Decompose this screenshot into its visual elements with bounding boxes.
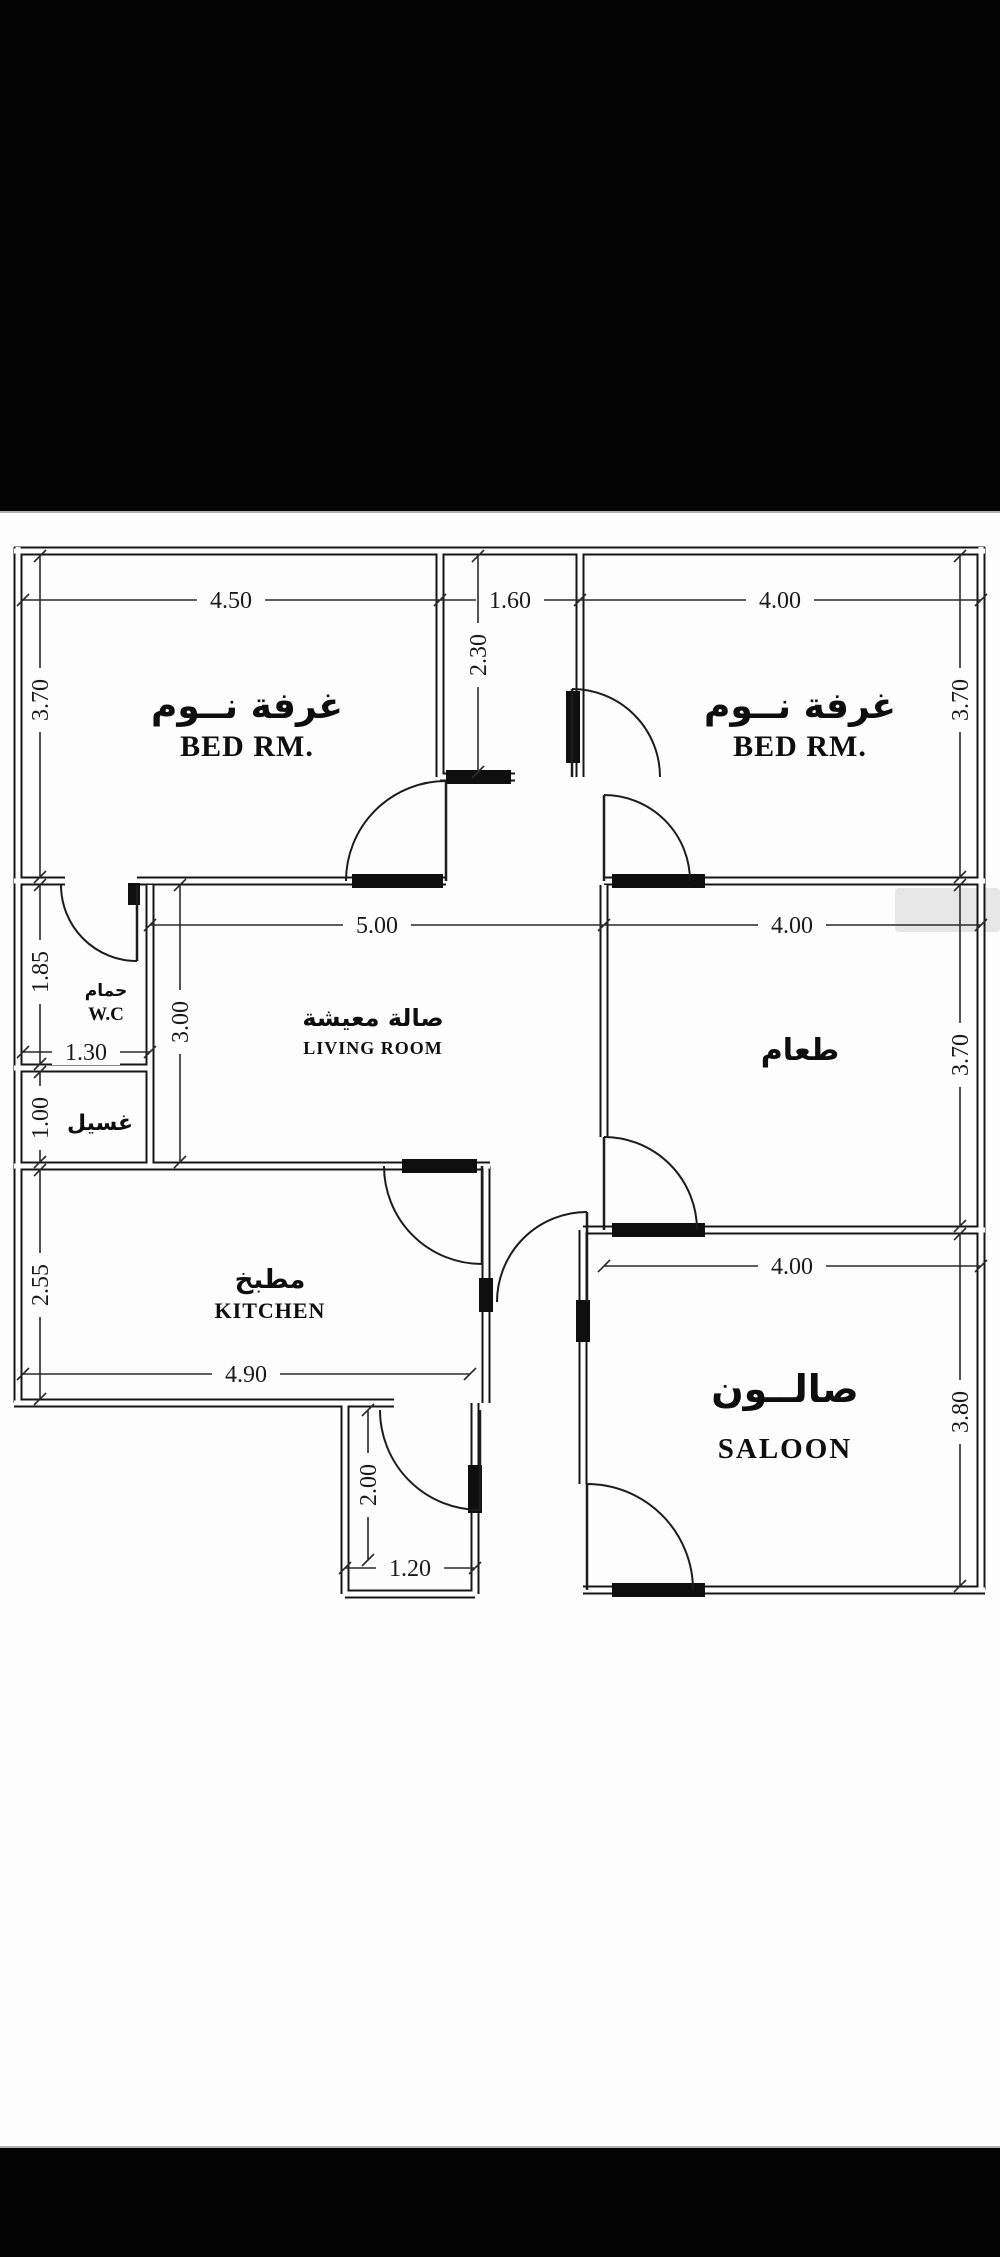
window-symbol [479,1278,493,1312]
wc-label-en: W.C [88,1004,124,1025]
living-label-en: LIVING ROOM [303,1038,443,1058]
svg-text:2.30: 2.30 [466,634,492,676]
watermark [895,888,1000,932]
dim-living-height: 3.00 [167,878,194,1169]
window-symbol [468,1465,482,1513]
dim-wc-height: 1.85 [27,878,54,1071]
svg-text:3.70: 3.70 [28,679,54,721]
dim-bedroom-right-width: 4.00 [580,587,988,614]
dim-bedroom-left-width: 4.50 [16,587,447,614]
dim-corridor-width: 1.20 [338,1555,482,1582]
svg-text:1.00: 1.00 [28,1097,54,1139]
bedroom-right-label-en: BED RM. [733,730,867,763]
dim-entry-depth: 2.30 [465,549,492,779]
svg-text:1.60: 1.60 [489,588,531,614]
window-symbol [352,874,443,888]
window-symbol [612,1583,705,1597]
svg-text:4.00: 4.00 [771,1254,813,1280]
letterbox-bottom [0,2146,1000,2257]
door-arc [586,1483,694,1591]
svg-text:3.00: 3.00 [168,1001,194,1043]
dim-bedroom-left-height: 3.70 [27,549,54,884]
svg-text:4.50: 4.50 [210,588,252,614]
dim-living-width: 5.00 [143,912,611,939]
dim-kitchen-width: 4.90 [16,1361,477,1388]
svg-text:3.70: 3.70 [948,679,974,721]
letterbox-top [0,0,1000,513]
door-arcs [60,688,698,1591]
svg-text:2.00: 2.00 [356,1464,382,1506]
dim-saloon-height: 3.80 [947,1227,974,1593]
laundry-label-ar: غسيل [67,1111,133,1136]
door-arc [345,780,447,882]
door-arc [60,884,138,962]
kitchen-label-en: KITCHEN [215,1298,326,1323]
saloon-label-en: SALOON [718,1433,852,1465]
dim-saloon-width: 4.00 [597,1253,988,1280]
living-label-ar: صالة معيشة [302,1004,443,1032]
svg-text:1.30: 1.30 [65,1040,107,1066]
dim-corridor-height: 2.00 [355,1403,382,1567]
door-arc [603,794,691,882]
bedroom-right-label-ar: غرفة نــوم [704,686,896,727]
svg-text:3.80: 3.80 [948,1391,974,1433]
door-arc [571,688,661,778]
window-symbols [128,691,705,1597]
door-arc [496,1211,588,1303]
dim-kitchen-height: 2.55 [27,1163,54,1406]
dim-bedroom-right-height: 3.70 [947,549,974,884]
dim-dining-height: 3.70 [947,878,974,1233]
bedroom-left-label-ar: غرفة نــوم [151,686,343,727]
window-symbol [446,770,511,784]
kitchen-label-ar: مطبخ [235,1265,306,1295]
svg-text:1.85: 1.85 [28,951,54,993]
svg-text:4.00: 4.00 [771,913,813,939]
wc-label-ar: حمام [85,981,128,1001]
svg-text:3.70: 3.70 [948,1034,974,1076]
window-symbol [402,1159,477,1173]
svg-text:1.20: 1.20 [389,1556,431,1582]
bedroom-left-label-en: BED RM. [180,730,314,763]
svg-text:5.00: 5.00 [356,913,398,939]
dim-laundry-height: 1.00 [27,1065,54,1169]
dimension-annotations: 4.50 1.60 4.00 2.30 3.70 3.70 [16,549,988,1593]
door-arc [383,1165,483,1265]
window-symbol [612,874,705,888]
window-symbol [576,1300,590,1342]
dim-entry-width: 1.60 [440,587,587,614]
window-symbol [612,1223,705,1237]
dining-label-ar: طعام [761,1033,839,1068]
door-arc [603,1136,698,1231]
dim-wc-width: 1.30 [16,1039,157,1066]
svg-text:4.00: 4.00 [759,588,801,614]
svg-text:2.55: 2.55 [28,1264,54,1306]
saloon-label-ar: صالــون [711,1367,859,1411]
svg-text:4.90: 4.90 [225,1362,267,1388]
dim-dining-width: 4.00 [604,912,988,939]
room-labels: غرفة نــوم BED RM. غرفة نــوم BED RM. حم… [67,686,896,1465]
door-arc [379,1409,481,1511]
